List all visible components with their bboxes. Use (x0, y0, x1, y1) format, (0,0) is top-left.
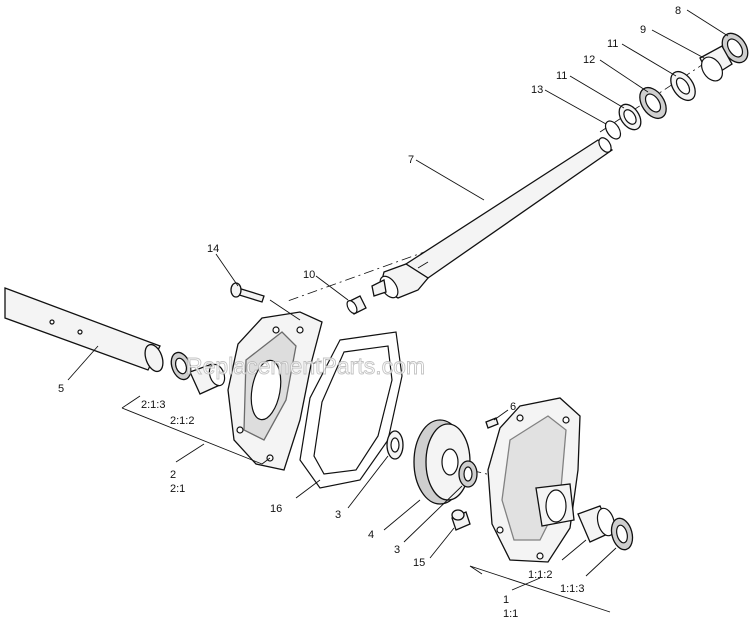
callout-6: 6 (510, 401, 516, 413)
callout-3-upper: 3 (335, 509, 341, 521)
callout-8: 8 (675, 5, 681, 17)
bushing-2-1-2 (189, 363, 226, 395)
callout-11-top: 11 (607, 38, 618, 50)
callout-7: 7 (408, 154, 414, 166)
fitting-15 (451, 509, 471, 531)
callout-15: 15 (413, 557, 425, 569)
gear-housing-left (227, 311, 323, 471)
seal-2-1-3 (170, 351, 192, 381)
leader-lines (67, 9, 729, 613)
callout-2-1-3: 2:1:3 (141, 399, 165, 411)
callout-labels: 8 9 11 12 11 13 7 14 10 5 2:1:3 2:1:2 2 … (58, 5, 681, 620)
callout-1-1: 1:1 (503, 608, 518, 620)
main-shaft (371, 137, 614, 299)
callout-1-1-2: 1:1:2 (528, 569, 552, 581)
washer-3-lower (458, 460, 478, 488)
callout-1: 1 (503, 594, 509, 606)
callout-2-1-2: 2:1:2 (170, 415, 194, 427)
retaining-ring-13 (604, 120, 622, 140)
callout-9: 9 (640, 24, 646, 36)
bushing-9 (699, 45, 733, 82)
watermark-text: ReplacementParts.com (186, 353, 425, 379)
callout-16: 16 (270, 503, 282, 515)
bushing-1-1-2 (577, 505, 616, 543)
callout-4: 4 (368, 529, 374, 541)
callout-5: 5 (58, 383, 64, 395)
seal-1-1-3 (610, 517, 634, 551)
callout-2: 2 (170, 469, 176, 481)
gasket-16 (299, 331, 403, 489)
axle-tube-5 (4, 287, 164, 373)
callout-10: 10 (303, 269, 315, 281)
sleeve-10 (346, 295, 367, 315)
washer-11-lower (618, 103, 642, 131)
callout-14: 14 (207, 243, 219, 255)
key-6 (485, 417, 499, 429)
washer-11-upper (670, 70, 696, 102)
washer-3-upper (386, 430, 404, 460)
gear-housing-right (487, 397, 581, 563)
gear-4 (413, 419, 471, 505)
callout-2-1: 2:1 (170, 483, 185, 495)
callout-12: 12 (583, 54, 595, 66)
callout-3-lower: 3 (394, 544, 400, 556)
callout-11-second: 11 (556, 70, 567, 82)
callout-1-1-3: 1:1:3 (560, 583, 584, 595)
callout-13: 13 (531, 84, 543, 96)
bolt-14 (230, 282, 265, 303)
